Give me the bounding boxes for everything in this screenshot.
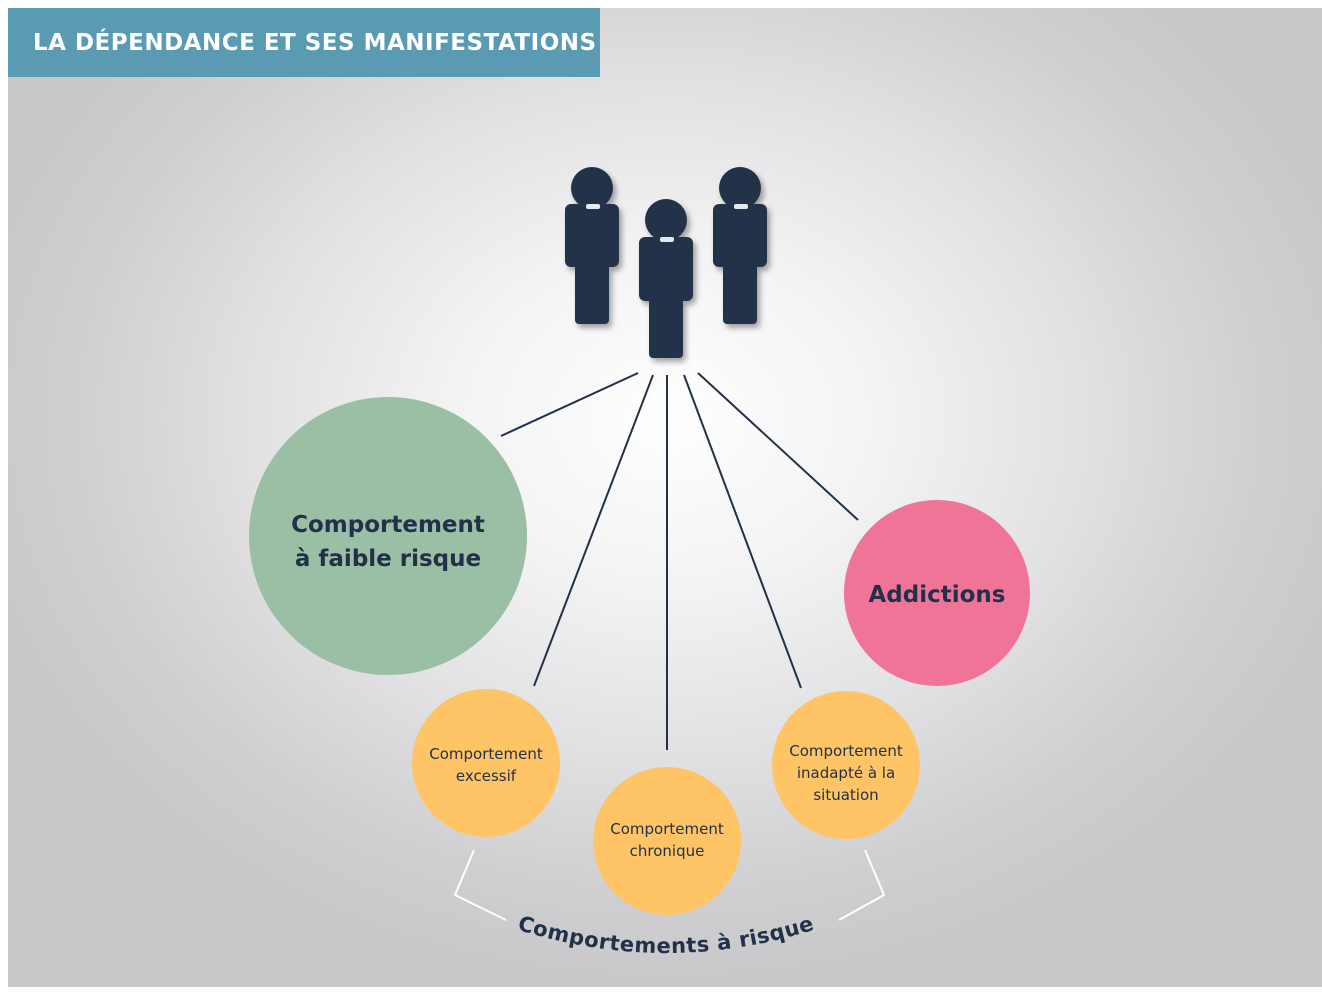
- risk-group-label-path: Comportements à risque: [515, 911, 816, 958]
- low-risk-label-line1: Comportement: [291, 512, 485, 538]
- title-bar: LA DÉPENDANCE ET SES MANIFESTATIONS: [8, 8, 600, 77]
- group-of-people-icon: [565, 167, 767, 358]
- connector-to-inappropriate: [683, 374, 802, 689]
- chronic-circle: [593, 767, 741, 915]
- risk-group-bracket: [453, 849, 886, 921]
- person-right-icon: [713, 167, 767, 324]
- inappropriate-label-line1: Comportement: [789, 742, 903, 760]
- chronic-label-line1: Comportement: [610, 820, 724, 838]
- excessive-label-line1: Comportement: [429, 745, 543, 763]
- risk-group-label: Comportements à risque: [515, 911, 816, 958]
- diagram-title: LA DÉPENDANCE ET SES MANIFESTATIONS: [33, 29, 597, 56]
- person-middle-icon: [639, 199, 693, 358]
- collar-left: [586, 204, 600, 209]
- excessive-circle: [412, 689, 560, 837]
- low-risk-circle: [249, 397, 527, 675]
- person-left-icon: [565, 167, 619, 324]
- inappropriate-label-line3: situation: [813, 786, 878, 804]
- connector-to-addictions: [697, 372, 859, 521]
- chronic-label-line2: chronique: [630, 842, 705, 860]
- addictions-label: Addictions: [869, 582, 1006, 608]
- addictions-circle: [844, 500, 1030, 686]
- connector-lines: [500, 372, 859, 750]
- connector-to-excessive: [533, 374, 654, 687]
- excessive-label-line2: excessif: [456, 767, 517, 785]
- low-risk-label-line2: à faible risque: [295, 546, 481, 572]
- collar-right: [734, 204, 748, 209]
- diagram-canvas: LA DÉPENDANCE ET SES MANIFESTATIONS: [8, 8, 1322, 987]
- collar-middle: [660, 237, 674, 242]
- inappropriate-circle: [772, 691, 920, 839]
- connector-to-low-risk: [500, 372, 639, 437]
- diagram-graphic: Comportement à faible risque Addictions …: [249, 167, 1030, 958]
- inappropriate-label-line2: inadapté à la: [797, 764, 895, 782]
